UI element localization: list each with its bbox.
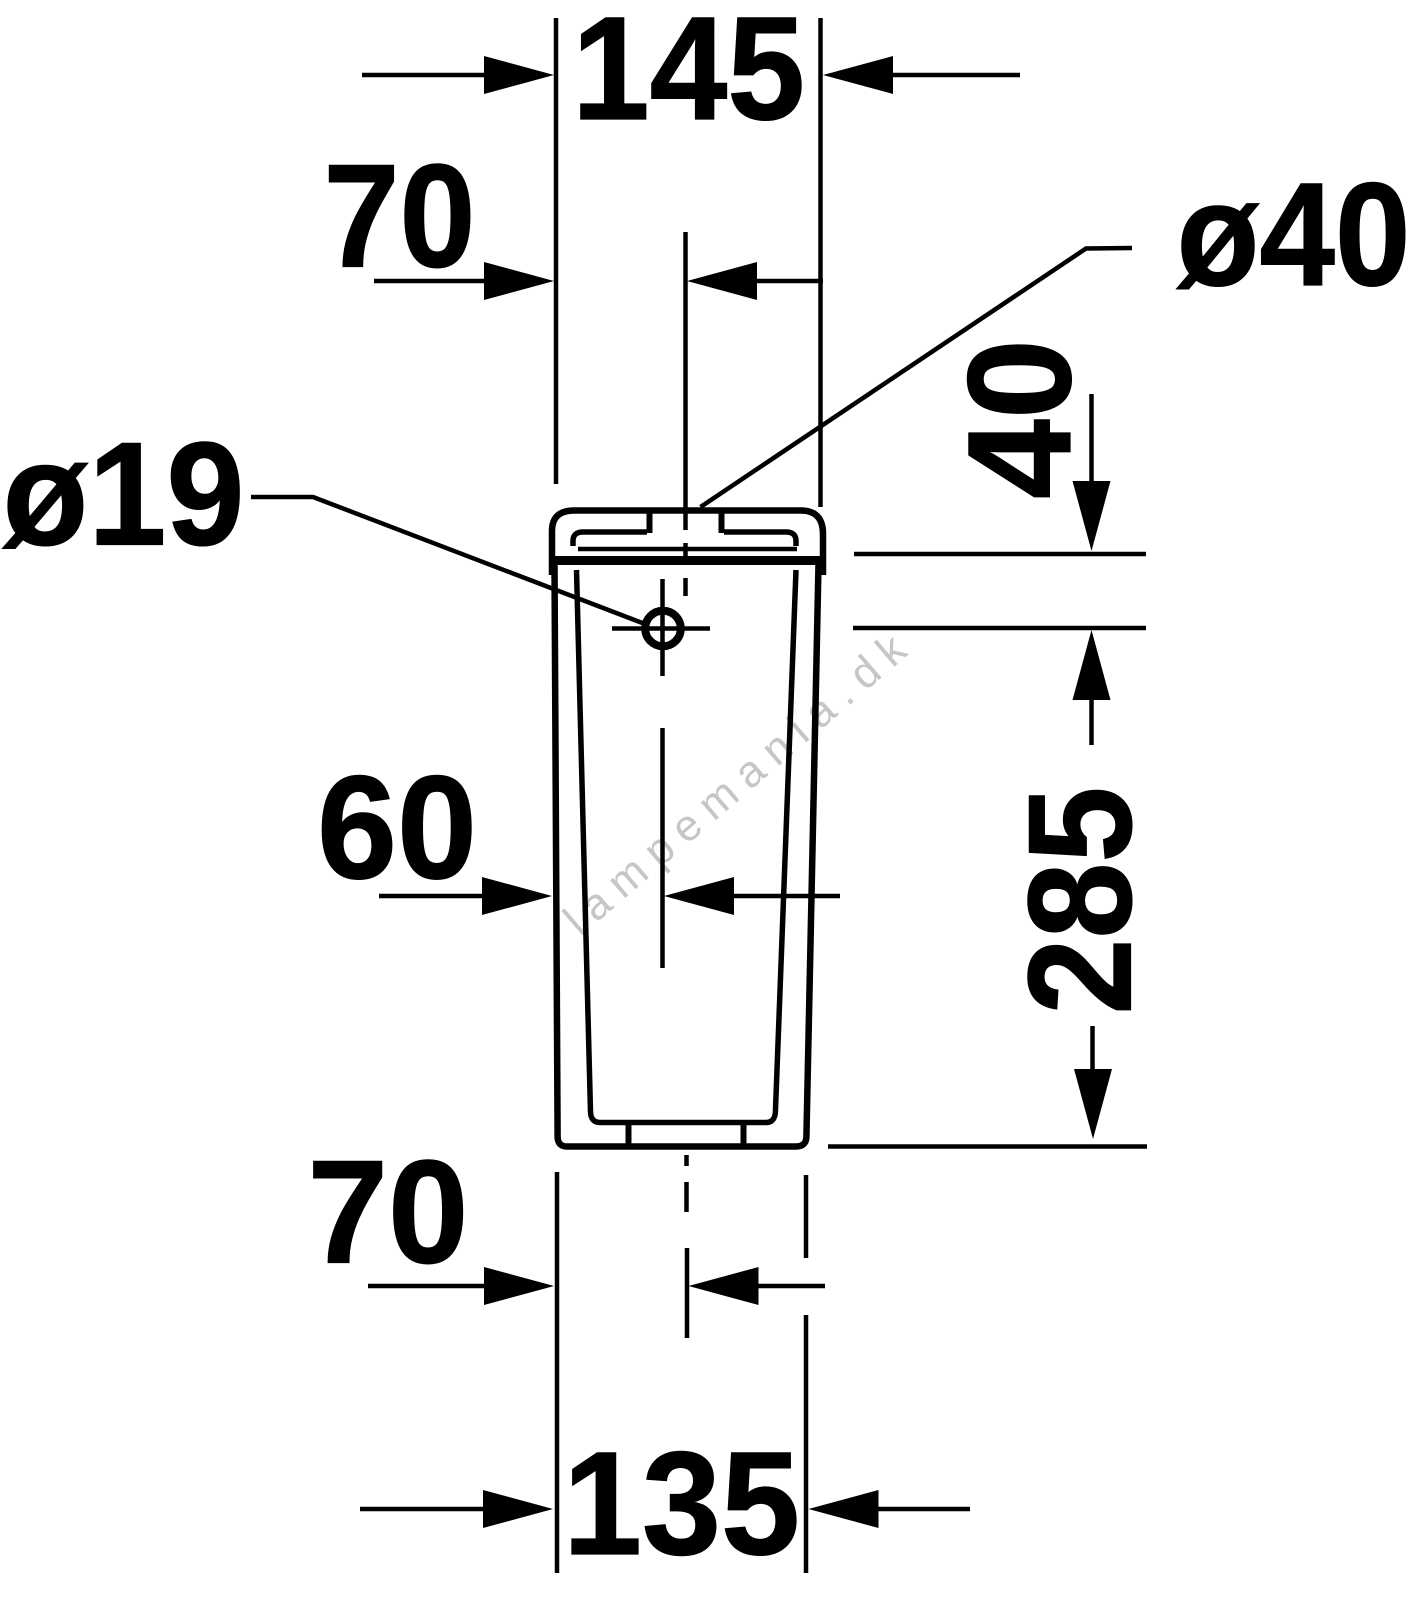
svg-text:135: 135	[563, 1422, 800, 1586]
svg-text:ø19: ø19	[3, 413, 245, 577]
svg-text:145: 145	[572, 0, 805, 151]
svg-text:60: 60	[317, 746, 477, 910]
svg-text:70: 70	[324, 135, 476, 299]
svg-text:70: 70	[308, 1131, 469, 1295]
svg-text:ø40: ø40	[1177, 153, 1409, 317]
svg-text:40: 40	[938, 339, 1102, 499]
svg-text:285: 285	[999, 787, 1163, 1015]
